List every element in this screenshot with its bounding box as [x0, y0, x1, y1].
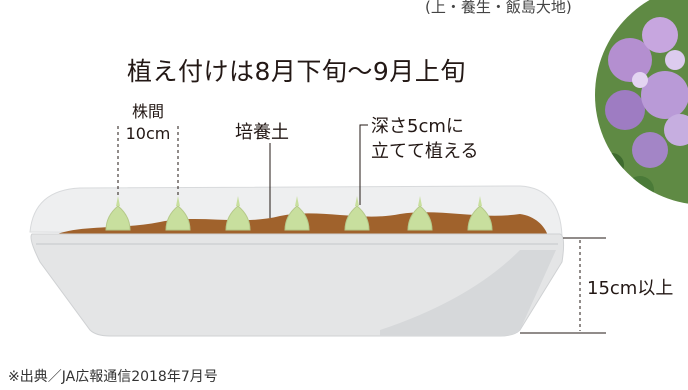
bulb — [105, 196, 131, 231]
depth-label-line1: 深さ5cmに — [371, 116, 464, 137]
bulb — [284, 196, 310, 231]
soil-label: 培養土 — [235, 122, 289, 143]
spacing-label-line1: 株間 — [131, 102, 164, 121]
bulb — [165, 196, 191, 231]
bulbs — [105, 196, 493, 231]
depth-label-line2: 立てて植える — [371, 141, 479, 162]
planter-shade — [380, 250, 556, 336]
bulb — [344, 196, 370, 231]
spacing-label-line2: 10cm — [125, 124, 171, 143]
height-label: 15cm以上 — [587, 278, 674, 299]
photo-caption-clipped: (上・養生・飯島大地) — [425, 0, 572, 16]
spacing-label: 株間 10cm — [108, 101, 188, 145]
bulb — [225, 196, 251, 231]
bulb — [467, 196, 493, 231]
depth-label: 深さ5cmに 立てて植える — [371, 114, 478, 164]
diagram-title: 植え付けは8月下旬～9月上旬 — [127, 57, 466, 86]
flower-photo — [595, 0, 688, 205]
source-note: ※出典／JA広報通信2018年7月号 — [8, 369, 218, 385]
bulb — [407, 196, 433, 231]
depth-leader — [359, 124, 368, 205]
